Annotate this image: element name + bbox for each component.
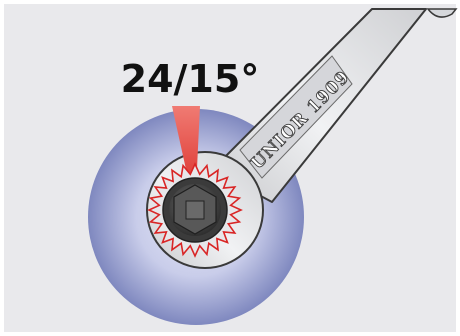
wrench-engraving-panel xyxy=(239,55,353,179)
wrench-end xyxy=(426,8,458,18)
square-drive xyxy=(185,200,205,220)
angle-label: 24/15° xyxy=(121,57,260,101)
